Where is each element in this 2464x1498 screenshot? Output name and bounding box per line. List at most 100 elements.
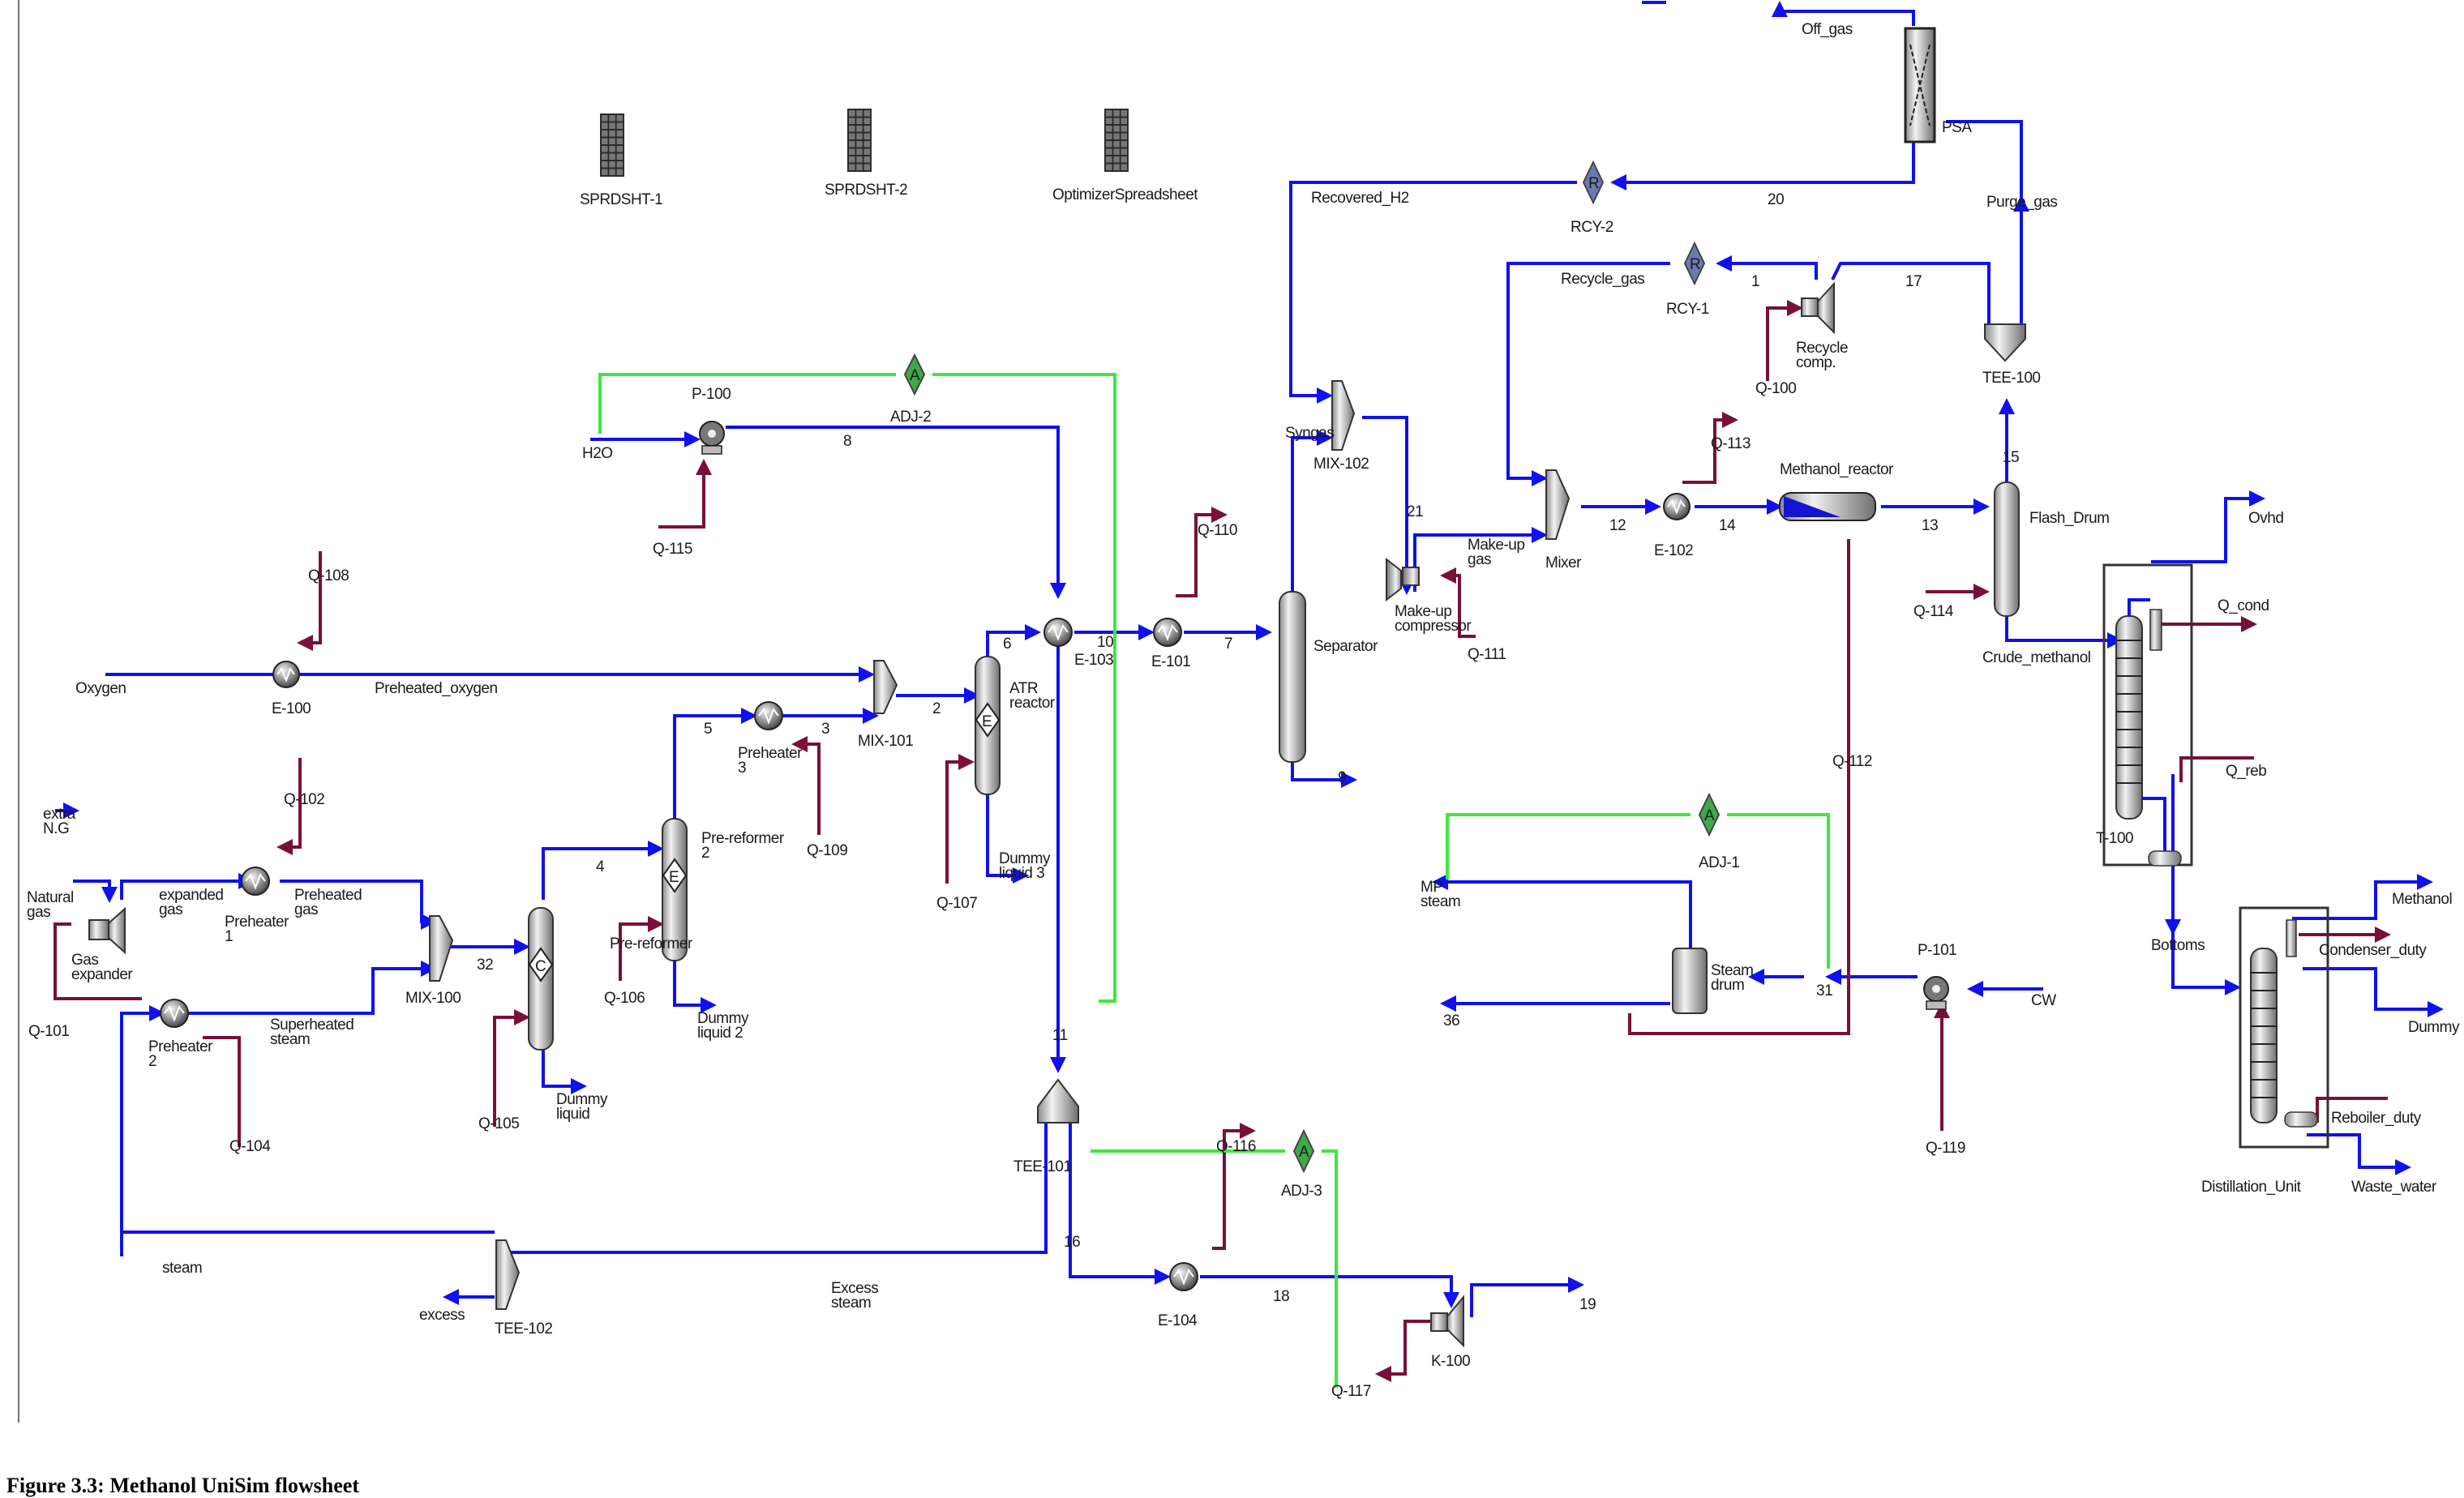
psa[interactable] xyxy=(1904,27,1936,143)
adj-1[interactable]: A xyxy=(1698,792,1721,837)
mix-101[interactable] xyxy=(873,660,898,714)
label-q110: Q-110 xyxy=(1198,522,1237,539)
stream-8[interactable] xyxy=(726,426,1066,599)
energy-q116[interactable] xyxy=(1212,1123,1256,1250)
stream-18[interactable] xyxy=(1200,1275,1459,1308)
e-102[interactable] xyxy=(1663,493,1691,520)
e-100[interactable] xyxy=(272,661,300,688)
adj-2[interactable]: A xyxy=(903,353,926,396)
stream-recovered-h2[interactable] xyxy=(1289,181,1577,404)
stream-recycle-gas[interactable] xyxy=(1506,262,1670,486)
energy-q110[interactable] xyxy=(1176,507,1228,597)
e-101[interactable] xyxy=(1153,618,1182,647)
tee-icon xyxy=(495,1239,521,1310)
label-s7: 7 xyxy=(1224,636,1232,653)
stream-steam[interactable] xyxy=(120,1230,495,1256)
stream-16[interactable] xyxy=(1069,1123,1171,1285)
k-100[interactable] xyxy=(1430,1295,1464,1348)
stream-5[interactable] xyxy=(673,708,757,823)
stream-methanol[interactable] xyxy=(2292,874,2433,920)
mix-102[interactable] xyxy=(1331,380,1356,451)
spreadsheet-cell xyxy=(856,148,863,155)
preheater-3[interactable] xyxy=(754,701,783,730)
preheater-2[interactable] xyxy=(160,999,189,1028)
stream-19[interactable] xyxy=(1470,1277,1584,1317)
recycle-comp[interactable] xyxy=(1801,281,1835,335)
energy-q105[interactable] xyxy=(493,1009,530,1127)
stream-6[interactable] xyxy=(986,624,1041,661)
energy-q100[interactable] xyxy=(1766,300,1803,381)
pre-reformer[interactable]: C xyxy=(528,907,554,1051)
e-104[interactable] xyxy=(1169,1262,1198,1291)
rcy-2[interactable]: R xyxy=(1582,160,1605,205)
stream-4[interactable] xyxy=(542,841,664,900)
stream-21[interactable] xyxy=(1362,416,1415,595)
spreadsheet-cell xyxy=(856,110,863,117)
energy-reboiler-duty[interactable] xyxy=(2316,1097,2388,1123)
column-t-100[interactable] xyxy=(2102,563,2193,867)
energy-q115[interactable] xyxy=(658,459,712,529)
spreadsheet-optimizer[interactable]: OptimizerSpreadsheet xyxy=(1052,109,1199,203)
stream-mp-steam[interactable] xyxy=(1432,874,1692,948)
label-s12: 12 xyxy=(1609,517,1626,534)
stream-natural-gas[interactable] xyxy=(73,880,118,903)
separator[interactable] xyxy=(1279,591,1306,763)
energy-q107[interactable] xyxy=(945,754,975,884)
stream-superheated-steam[interactable] xyxy=(186,961,437,1015)
energy-q104[interactable] xyxy=(203,1036,241,1147)
energy-q106[interactable] xyxy=(619,916,664,981)
energy-q102[interactable] xyxy=(276,758,302,855)
pre-reformer-2[interactable]: E xyxy=(662,818,688,961)
mixer-icon xyxy=(1545,469,1571,540)
steam-drum[interactable] xyxy=(1672,948,1708,1014)
energy-q109[interactable] xyxy=(791,736,821,835)
stream-excess-steam[interactable] xyxy=(511,1123,1048,1254)
energy-q112[interactable] xyxy=(1628,539,1850,1035)
pump-p-100[interactable] xyxy=(699,421,725,455)
mixer[interactable] xyxy=(1545,469,1571,540)
pump-p-101[interactable] xyxy=(1923,976,1949,1010)
stream-1[interactable] xyxy=(1716,255,1818,280)
e-103[interactable] xyxy=(1043,618,1073,647)
atr-reactor[interactable]: E xyxy=(975,656,1001,795)
stream-bottoms-feed[interactable] xyxy=(2171,932,2241,995)
preheater-1[interactable] xyxy=(241,867,270,896)
flash-drum[interactable] xyxy=(1994,481,2020,617)
stream-purge-gas-upper[interactable] xyxy=(1946,120,2023,221)
makeup-compressor[interactable] xyxy=(1386,557,1420,602)
energy-q117[interactable] xyxy=(1375,1320,1447,1382)
energy-q111[interactable] xyxy=(1440,567,1476,638)
stream-preheated-gas[interactable] xyxy=(280,880,437,930)
spreadsheet-sprdsht-2[interactable]: SPRDSHT-2 xyxy=(825,109,908,199)
energy-q113[interactable] xyxy=(1682,412,1738,484)
energy-q101[interactable] xyxy=(54,922,142,1000)
adj-3[interactable]: A xyxy=(1292,1128,1315,1174)
tee-102[interactable] xyxy=(495,1239,521,1310)
rcy-1[interactable]: R xyxy=(1683,241,1706,286)
stream-dummy-liquid-2[interactable] xyxy=(673,957,717,1013)
energy-q-reb[interactable] xyxy=(2179,756,2254,782)
methanol-reactor[interactable] xyxy=(1779,492,1876,521)
label-e103: E-103 xyxy=(1074,652,1113,669)
stream-17[interactable] xyxy=(1831,262,1990,324)
label-q111: Q-111 xyxy=(1468,646,1506,663)
stream-dummy[interactable] xyxy=(2303,967,2444,1017)
stream-ovhd[interactable] xyxy=(2151,490,2265,563)
stream-waste-water[interactable] xyxy=(2307,1133,2411,1175)
spreadsheet-sprdsht-1[interactable]: SPRDSHT-1 xyxy=(580,113,663,208)
stream-off-gas[interactable] xyxy=(1772,1,1915,26)
stream-expanded-gas[interactable] xyxy=(120,873,255,900)
stream-steam-in[interactable] xyxy=(120,1005,165,1256)
stream-dummy-liquid-3[interactable] xyxy=(986,786,1029,884)
stream-20[interactable] xyxy=(1610,130,1915,190)
energy-q108[interactable] xyxy=(297,551,322,651)
gas-expander[interactable] xyxy=(88,906,126,955)
stream-dummy-liquid[interactable] xyxy=(542,1046,587,1094)
mix-100[interactable] xyxy=(429,915,454,982)
stream-syngas[interactable] xyxy=(1291,430,1333,596)
column-distillation-unit[interactable] xyxy=(2239,906,2329,1149)
tee-100[interactable] xyxy=(1984,323,2026,362)
tee-101[interactable] xyxy=(1037,1078,1079,1124)
